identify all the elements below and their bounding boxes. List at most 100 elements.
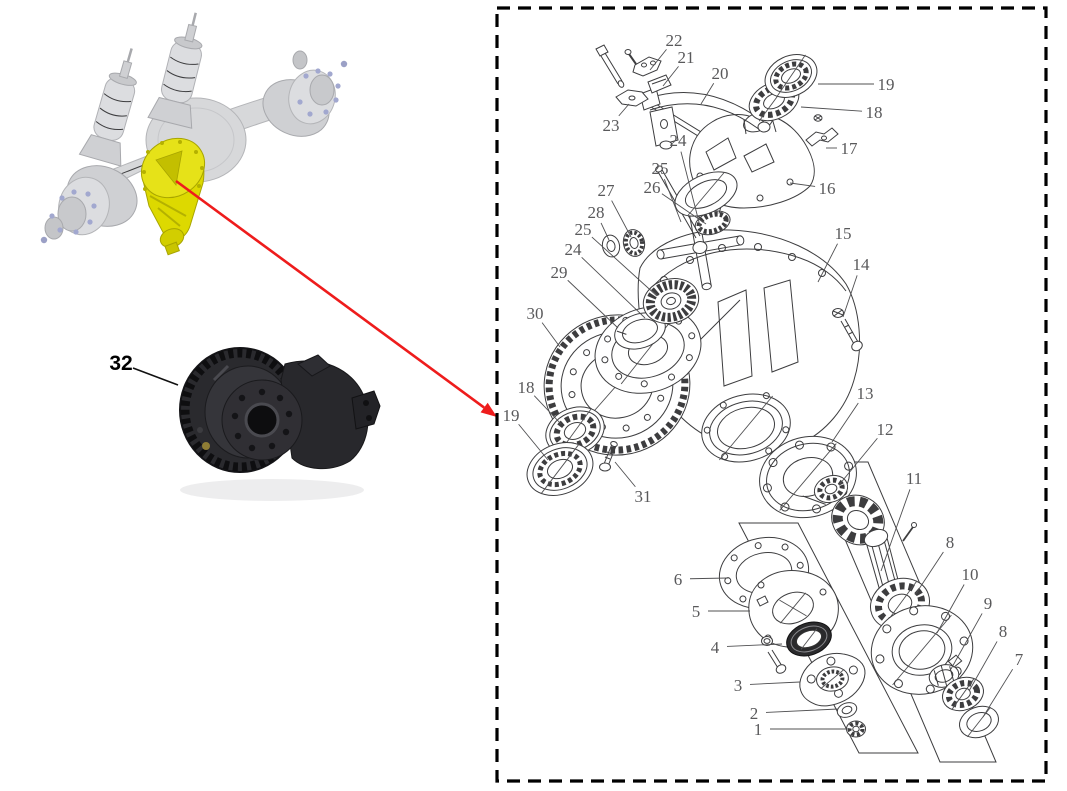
callout-label-31: 31 [635,487,652,506]
callout-label-25: 25 [652,159,669,178]
callout-leader-7 [982,668,1014,718]
callout-label-28: 28 [588,203,605,222]
callout-label-6: 6 [674,570,683,589]
exploded-diagram: 2221201918171623242526272825242930151413… [503,31,1024,763]
callout-label-22: 22 [666,31,683,50]
part-bolt-top [595,44,637,88]
part-nut-bolt-4 [761,636,787,674]
callout-leader-20 [700,82,715,105]
callout-label-1: 1 [754,720,763,739]
callout-label-8: 8 [999,622,1008,641]
callout-label-5: 5 [692,602,701,621]
callout-label-16: 16 [819,179,836,198]
callout-leader-24 [680,151,702,231]
callout-leader-6 [689,577,729,580]
callout-label-29: 29 [551,263,568,282]
callout-leader-31 [614,461,636,488]
part-seal-ring-7 [959,705,999,739]
callout-leader-16 [789,182,816,187]
annotation-arrow [175,179,497,417]
part-wedge-21 [647,74,672,94]
part-clamp-23 [615,89,649,107]
callout-label-26: 26 [644,178,661,197]
part-lock-washer-27 [622,229,646,257]
callout-label-12: 12 [877,420,894,439]
callout-leader-19 [518,423,549,461]
callout-leader-24 [581,256,646,319]
part-companion-flange-3 [799,652,866,707]
callout-label-27: 27 [598,181,616,200]
callout-leader-15 [817,243,838,283]
callout-label-8: 8 [946,533,955,552]
callout-leader-21 [662,66,679,87]
callout-leader-25 [663,179,682,223]
part-bracket-22 [632,56,662,77]
highlighted-differential [140,137,206,256]
brass-fitting [202,442,210,450]
callout-label-18: 18 [518,378,535,397]
callout-leader-10 [936,584,965,634]
part-diff-carrier-16 [674,111,815,217]
part-adjust-ring-19-left [526,442,594,496]
photo-shadow [180,479,364,501]
callout-label-24: 24 [565,240,583,259]
callout-leader-4 [726,643,783,647]
callout-label-10: 10 [962,565,979,584]
callout-label-17: 17 [841,139,859,158]
callout-leader-30 [541,322,561,348]
callout-label-4: 4 [711,638,720,657]
part-bearing-12 [813,474,849,504]
part-oil-seal [786,621,832,657]
air-spring-right [147,12,203,129]
callout-label-15: 15 [835,224,852,243]
photo-callout-leader [132,367,179,386]
callout-label-25: 25 [575,220,592,239]
callout-label-3: 3 [734,676,743,695]
callout-leader-18 [533,395,562,425]
callout-label-24: 24 [670,131,688,150]
part-castle-nut-1 [846,720,866,738]
photo-callout-label: 32 [109,352,132,375]
callout-leader-28 [600,222,610,241]
callout-label-30: 30 [527,304,544,323]
photo-callout: 32 [109,352,179,386]
callout-leader-25 [591,236,658,297]
callout-leader-8 [968,641,998,692]
callout-leader-9 [950,613,983,670]
part-washer-28 [601,234,621,258]
callout-label-11: 11 [906,469,922,488]
callout-label-23: 23 [603,116,620,135]
part-bolt-14 [832,308,863,352]
callout-label-19: 19 [503,406,520,425]
callout-leader-23 [618,103,630,117]
callout-leader-14 [842,275,858,318]
callout-label-2: 2 [750,704,759,723]
part-adjust-ring-19-top [764,54,818,98]
callout-label-20: 20 [712,64,729,83]
part-bolt-31 [599,440,618,472]
red-arrow-line [175,179,485,409]
callout-leader-11 [880,489,911,572]
part-lock-17 [805,114,839,147]
diff-housing-photo [280,360,369,470]
callout-leader-26 [661,193,707,225]
callout-leader-22 [649,49,667,71]
axle-render [40,12,348,256]
differential-photo [179,347,381,501]
part-bearing-8-lower [942,676,984,712]
callout-leader-3 [749,681,801,685]
right-wheel-hub [262,50,348,137]
callout-layer: 2221201918171623242526272825242930151413… [503,31,1024,739]
callout-leader-13 [831,402,859,443]
callout-leader-29 [567,279,619,329]
part-cross-shaft-24 [656,206,745,291]
callout-label-13: 13 [857,384,874,403]
callout-label-7: 7 [1015,650,1024,669]
part-washer-2 [836,702,858,718]
callout-label-9: 9 [984,594,993,613]
callout-label-14: 14 [853,255,871,274]
callout-leader-8 [914,551,944,596]
callout-leader-12 [838,437,878,486]
